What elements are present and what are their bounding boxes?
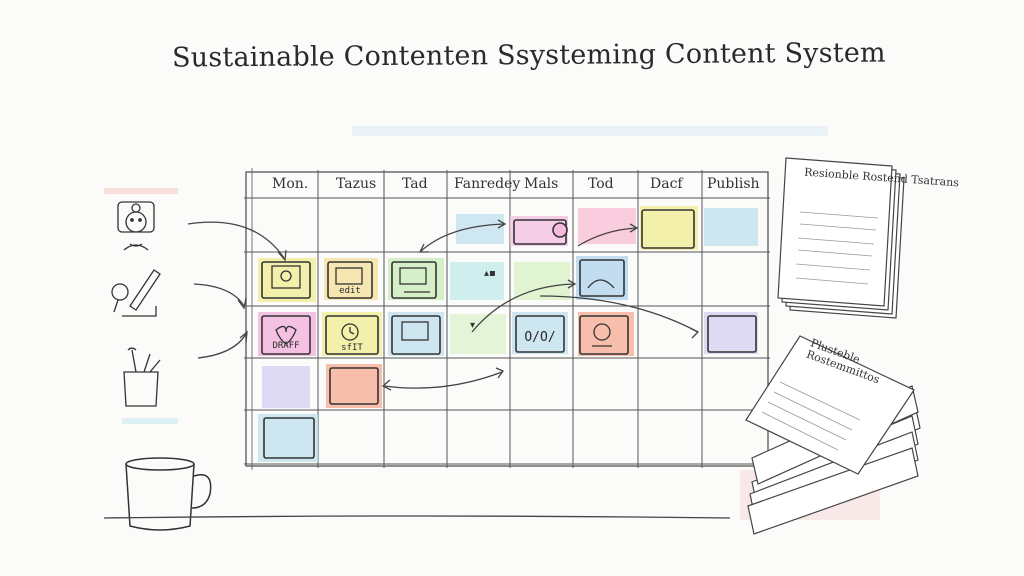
background-highlight — [104, 188, 178, 194]
day-label: Dacf — [650, 176, 683, 192]
day-label: Tazus — [336, 176, 377, 192]
photo-icon — [271, 265, 301, 289]
day-label: Mals — [524, 176, 559, 192]
card-icons: ▴▪ ▾ — [271, 265, 615, 347]
person-icon — [117, 201, 155, 251]
flow-arrow — [471, 283, 575, 333]
flow-arrow — [187, 221, 285, 259]
card-label: O/O/ — [524, 330, 556, 345]
day-label: Fanredey — [454, 176, 521, 192]
heart-icon — [275, 325, 297, 345]
arrow-head — [277, 249, 287, 262]
day-label: Tod — [588, 176, 614, 192]
card-label: sfIT — [341, 343, 363, 353]
background-highlight — [352, 126, 828, 136]
clock-icon — [349, 327, 355, 335]
photo-icon — [280, 270, 292, 282]
flow-arrows — [187, 219, 700, 391]
arrow-head — [689, 327, 700, 339]
arrow-head — [629, 223, 639, 233]
background-highlight — [122, 418, 178, 424]
chart-icon: ▴▪ — [484, 268, 496, 279]
image-icon — [401, 321, 429, 341]
flow-arrow — [419, 223, 505, 253]
ring-icon — [593, 323, 611, 341]
clock-icon — [341, 323, 359, 341]
card-label: DRAFF — [272, 341, 300, 351]
folder-icon — [335, 267, 363, 285]
day-label: Tad — [402, 176, 428, 192]
day-label: Mon. — [272, 176, 309, 192]
card-outlines — [261, 209, 757, 459]
pencil-icon — [111, 269, 161, 317]
arrow-head — [239, 330, 248, 343]
flow-arrow — [383, 371, 503, 389]
bird-icon — [587, 279, 615, 289]
arrow-head — [237, 297, 247, 310]
flow-arrow — [197, 333, 247, 359]
flow-arrow — [577, 227, 637, 247]
pencil-cup-icon — [123, 347, 161, 407]
flow-arrow — [193, 283, 245, 307]
monitor-icon — [399, 267, 427, 285]
arrow-head — [418, 243, 429, 253]
card-highlights — [258, 206, 758, 462]
flow-arrow — [539, 295, 699, 333]
card-label: edit — [339, 286, 361, 296]
arrow-head — [497, 219, 507, 229]
arrow-head — [495, 367, 504, 379]
day-label: Publish — [707, 176, 760, 192]
document-stack-top — [777, 157, 905, 319]
arrow-head — [381, 379, 392, 391]
chart-icon: ▾ — [470, 320, 475, 331]
arrow-head — [567, 279, 577, 289]
document-stack-bottom — [745, 335, 921, 535]
table-edge — [103, 515, 731, 519]
coffee-mug-icon — [125, 457, 212, 531]
